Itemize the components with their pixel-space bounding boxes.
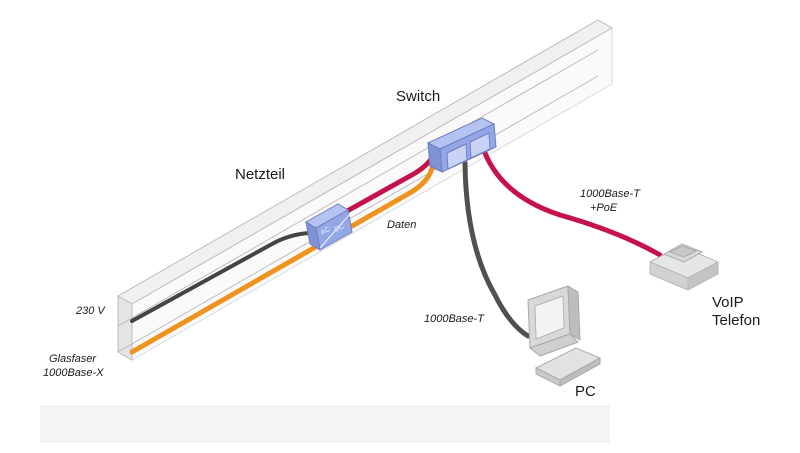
psu-dc-label: DC	[334, 223, 346, 234]
fiber-cable	[129, 165, 435, 355]
pc-cable	[462, 160, 531, 339]
power-supply: AC DC	[305, 203, 353, 251]
voip-phone-icon	[648, 243, 720, 291]
cable-duct	[116, 19, 614, 361]
fiber-label-1: Glasfaser	[49, 353, 97, 365]
phone-link-label-1: 1000Base-T	[580, 188, 641, 200]
voip-label-2: Telefon	[712, 312, 760, 329]
phone-link-label-2: +PoE	[590, 202, 618, 214]
switch-device	[426, 117, 497, 173]
switch-label: Switch	[396, 88, 440, 105]
voip-label-1: VoIP	[712, 294, 744, 311]
switch-port	[469, 132, 491, 159]
power-input-label: 230 V	[75, 305, 106, 317]
pc-label: PC	[575, 383, 596, 400]
daten-label: Daten	[387, 219, 416, 231]
psu-ac-label: AC	[320, 226, 332, 237]
pc-icon	[527, 285, 602, 387]
fiber-label-2: 1000Base-X	[43, 367, 104, 379]
pc-link-label: 1000Base-T	[424, 313, 485, 325]
netzteil-label: Netzteil	[235, 166, 285, 183]
poe-cable	[479, 142, 663, 258]
switch-port	[446, 143, 468, 170]
floor-shadow	[40, 405, 610, 443]
